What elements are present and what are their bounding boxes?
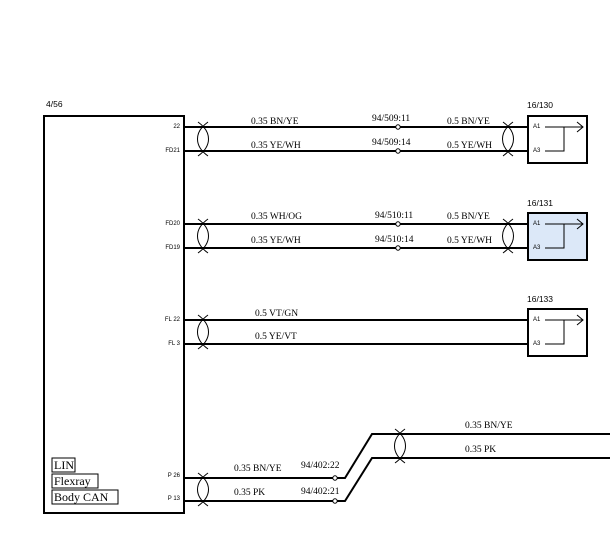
wire-label: 0.5 YE/WH [447, 236, 492, 246]
wire-label: 0.35 PK [465, 445, 496, 455]
wire-label: 0.35 BN/YE [251, 117, 299, 127]
wire-label: 0.35 YE/WH [251, 236, 301, 246]
connector-box [527, 115, 588, 164]
splice-point [395, 245, 401, 251]
wire-label: 0.35 BN/YE [465, 421, 513, 431]
connector-id: 16/133 [527, 294, 553, 304]
twisted-pair-icon [197, 218, 209, 254]
wire-line [184, 433, 610, 479]
connector-pin-label: A1 [533, 317, 541, 323]
splice-point [332, 498, 338, 504]
splice-label: 94/402:21 [301, 487, 340, 497]
bus-label-text: Body CAN [54, 490, 109, 504]
pin-label: P 26 [168, 473, 181, 479]
splice-label: 94/509:14 [372, 138, 411, 148]
twisted-pair-icon [197, 121, 209, 157]
bus-label-text: LIN [54, 458, 74, 472]
bus-label-text: Flexray [54, 474, 91, 488]
twisted-pair-icon [197, 472, 209, 507]
connector-id: 16/130 [527, 100, 553, 110]
wire-label: 0.35 PK [234, 488, 265, 498]
twisted-pair-icon [502, 218, 514, 254]
connector-box-highlighted [527, 212, 588, 261]
pin-label: FD20 [165, 221, 180, 227]
wire-label: 0.35 BN/YE [234, 464, 282, 474]
pin-label: P 13 [168, 496, 181, 502]
connector-symbol-icon [545, 121, 584, 152]
twisted-pair-icon [197, 314, 209, 350]
connector-symbol-icon [545, 314, 584, 345]
wire-label: 0.5 YE/WH [447, 141, 492, 151]
twisted-pair-icon [502, 121, 514, 157]
splice-point [395, 221, 401, 227]
module-id: 4/56 [46, 99, 63, 109]
pin-label: FL 3 [168, 341, 180, 347]
wire-label: 0.5 YE/VT [255, 332, 297, 342]
wire-label: 0.35 YE/WH [251, 141, 301, 151]
twisted-pair-icon [394, 428, 406, 464]
splice-point [332, 475, 338, 481]
connector-pin-label: A1 [533, 124, 541, 130]
bus-label-body-can: Body CAN [51, 489, 119, 505]
pin-label: FL 22 [165, 317, 181, 323]
wire-line [184, 457, 610, 502]
splice-label: 94/402:22 [301, 461, 340, 471]
splice-label: 94/509:11 [372, 114, 410, 124]
wire-label: 0.5 VT/GN [255, 309, 298, 319]
pin-label: FD21 [165, 148, 180, 154]
wire-label: 0.35 WH/OG [251, 212, 302, 222]
pin-label: FD19 [165, 245, 180, 251]
wire-label: 0.5 BN/YE [447, 212, 490, 222]
splice-point [395, 124, 401, 130]
bus-label-flexray: Flexray [51, 473, 99, 489]
splice-label: 94/510:11 [375, 211, 413, 221]
pin-label: 22 [173, 124, 180, 130]
connector-box [527, 308, 588, 357]
connector-pin-label: A1 [533, 221, 541, 227]
wire-label: 0.5 BN/YE [447, 117, 490, 127]
bus-label-lin: LIN [51, 457, 76, 473]
connector-pin-label: A3 [533, 341, 541, 347]
splice-point [395, 148, 401, 154]
splice-label: 94/510:14 [375, 235, 414, 245]
module-box [43, 115, 185, 514]
connector-pin-label: A3 [533, 148, 541, 154]
connector-pin-label: A3 [533, 245, 541, 251]
connector-id: 16/131 [527, 198, 553, 208]
connector-symbol-icon [545, 218, 584, 249]
